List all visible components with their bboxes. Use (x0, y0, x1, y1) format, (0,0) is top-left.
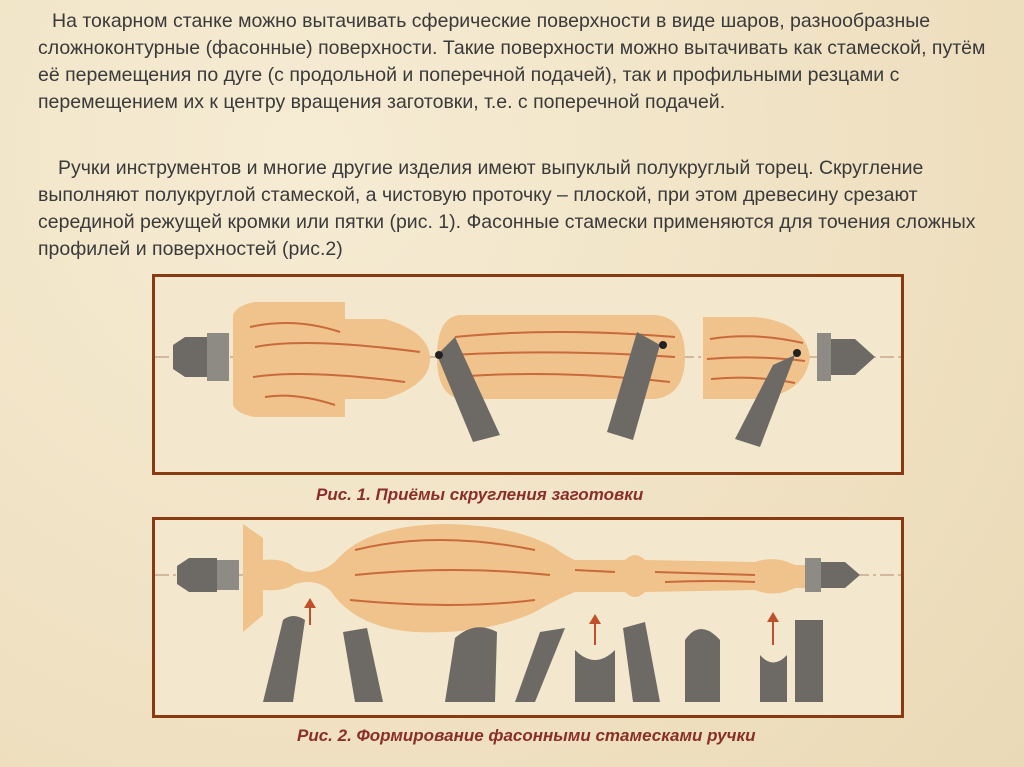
workpiece-3 (703, 317, 810, 399)
feed-arrow-3 (767, 612, 779, 645)
figure-2-caption: Рис. 2. Формирование фасонными стамескам… (297, 726, 756, 745)
chisel-radius (685, 629, 720, 702)
chisel-half-round (445, 627, 497, 702)
left-chuck (173, 333, 229, 381)
chisel-concave (575, 650, 615, 702)
paragraph-tool-handles: Ручки инструментов и многие другие издел… (38, 157, 976, 260)
handle-workpiece (243, 524, 805, 633)
figure-2-shaping (152, 517, 904, 718)
figure-1-drawing (155, 302, 901, 447)
feed-arrow-2 (589, 614, 601, 645)
chisel-skew-3 (623, 622, 660, 702)
right-tailstock (817, 333, 875, 381)
figure-1-caption: Рис. 1. Приёмы скругления заготовки (316, 485, 644, 504)
feed-arrow-1 (304, 598, 316, 625)
figure-2-drawing (155, 524, 901, 702)
left-chuck-2 (177, 558, 239, 592)
chisel-cove (760, 655, 787, 702)
right-tailstock-2 (805, 558, 860, 592)
figure-1-rounding (152, 274, 904, 475)
paragraph-lathe-spherical: На токарном станке можно вытачивать сфер… (38, 10, 986, 113)
chisel-1 (435, 337, 500, 442)
workpiece-1 (233, 302, 430, 417)
chisel-round (263, 616, 305, 702)
chisel-square (795, 620, 823, 702)
chisel-2 (607, 332, 667, 440)
shaped-chisels (263, 616, 823, 702)
chisel-skew-2 (515, 628, 565, 702)
chisel-3 (735, 349, 801, 447)
chisel-skew-1 (343, 628, 383, 702)
